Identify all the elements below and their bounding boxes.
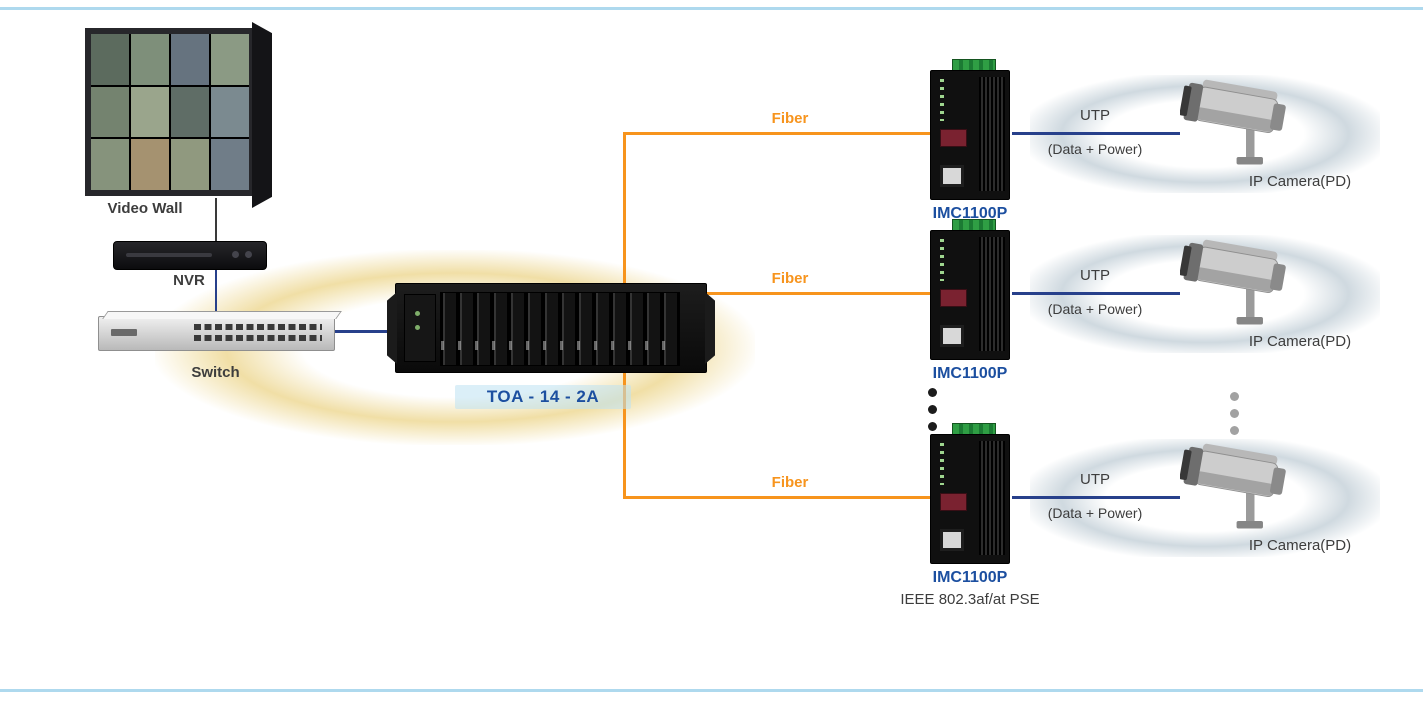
dot — [1230, 426, 1239, 435]
converter-label-1: IMC1100P — [932, 205, 1008, 222]
fiber-line-3 — [623, 496, 932, 499]
fiber-line-1 — [623, 132, 932, 135]
bottom-border-line — [0, 689, 1423, 692]
nvr-button — [232, 251, 239, 258]
fiber-port — [940, 493, 967, 511]
heatsink-fins — [979, 441, 1005, 555]
chassis-led — [415, 311, 420, 316]
chassis-led — [415, 325, 420, 330]
fiber-label-2: Fiber — [771, 270, 809, 287]
switch-device — [98, 311, 342, 351]
video-feed-cell — [131, 139, 169, 190]
status-leds — [940, 79, 944, 121]
videowall-nvr-link — [215, 198, 217, 242]
switch-label: Switch — [191, 364, 240, 381]
ip-camera-label-3: IP Camera(PD) — [1248, 537, 1352, 554]
video-feed-cell — [131, 86, 169, 138]
ip-camera-2 — [1180, 239, 1286, 325]
media-converter-1 — [930, 59, 1010, 200]
switch-ports-row — [194, 324, 322, 330]
video-feed-cell — [91, 34, 129, 85]
video-wall-label: Video Wall — [107, 200, 183, 217]
video-feed-cell — [91, 86, 129, 138]
video-feed-cell — [211, 86, 249, 138]
utp-label-2: UTP — [1080, 267, 1110, 284]
video-wall-monitor — [85, 28, 255, 196]
fiber-port — [940, 129, 967, 147]
video-wall-grid — [91, 34, 249, 190]
media-converter-2 — [930, 219, 1010, 360]
nvr-button — [245, 251, 252, 258]
fiber-label-1: Fiber — [771, 110, 809, 127]
ip-camera-label-2: IP Camera(PD) — [1248, 333, 1352, 350]
utp-label-1: UTP — [1080, 107, 1110, 124]
chassis-module-slots — [440, 292, 680, 366]
switch-ports-row — [194, 335, 322, 341]
utp-sub-label-3: (Data + Power) — [1047, 505, 1143, 521]
heatsink-fins — [979, 237, 1005, 351]
converter-ellipsis-dots — [928, 388, 937, 431]
converter-label-3: IMC1100P — [932, 569, 1008, 586]
utp-sub-label-2: (Data + Power) — [1047, 301, 1143, 317]
switch-top-face — [102, 311, 342, 319]
rj45-port — [940, 165, 964, 187]
utp-sub-label-1: (Data + Power) — [1047, 141, 1143, 157]
status-leds — [940, 443, 944, 485]
video-feed-cell — [171, 34, 209, 85]
dot — [928, 422, 937, 431]
rj45-port — [940, 325, 964, 347]
top-border-line — [0, 7, 1423, 10]
dot — [928, 405, 937, 414]
fiber-line-2 — [706, 292, 932, 295]
video-feed-cell — [171, 86, 209, 138]
video-feed-cell — [211, 139, 249, 190]
ip-camera-1 — [1180, 79, 1286, 165]
video-feed-cell — [91, 139, 129, 190]
converter-body — [930, 70, 1010, 200]
fiber-label-3: Fiber — [771, 474, 809, 491]
utp-label-3: UTP — [1080, 471, 1110, 488]
converter-body — [930, 230, 1010, 360]
media-converter-chassis — [387, 283, 715, 373]
video-wall-side-panel — [252, 22, 272, 208]
utp-line-3 — [1012, 496, 1180, 499]
dot — [928, 388, 937, 397]
nvr-label: NVR — [173, 272, 205, 289]
dot — [1230, 392, 1239, 401]
rj45-port — [940, 529, 964, 551]
chassis-label: TOA - 14 - 2A — [455, 385, 631, 409]
nvr-device — [113, 241, 267, 270]
video-feed-cell — [131, 34, 169, 85]
pse-standard-label: IEEE 802.3af/at PSE — [900, 591, 1040, 608]
status-leds — [940, 239, 944, 281]
rack-ear — [387, 292, 397, 364]
camera-ellipsis-dots — [1230, 392, 1239, 435]
media-converter-3 — [930, 423, 1010, 564]
ip-camera-label-1: IP Camera(PD) — [1248, 173, 1352, 190]
dot — [1230, 409, 1239, 418]
video-feed-cell — [171, 139, 209, 190]
ip-camera-3 — [1180, 443, 1286, 529]
utp-line-2 — [1012, 292, 1180, 295]
heatsink-fins — [979, 77, 1005, 191]
utp-line-1 — [1012, 132, 1180, 135]
converter-body — [930, 434, 1010, 564]
nvr-drive-slot — [126, 253, 212, 257]
video-feed-cell — [211, 34, 249, 85]
chassis-front-panel — [404, 294, 436, 362]
switch-led-panel — [111, 329, 137, 336]
converter-label-2: IMC1100P — [932, 365, 1008, 382]
rack-ear — [705, 292, 715, 364]
fiber-port — [940, 289, 967, 307]
fiber-line-1-vertical — [623, 133, 626, 284]
